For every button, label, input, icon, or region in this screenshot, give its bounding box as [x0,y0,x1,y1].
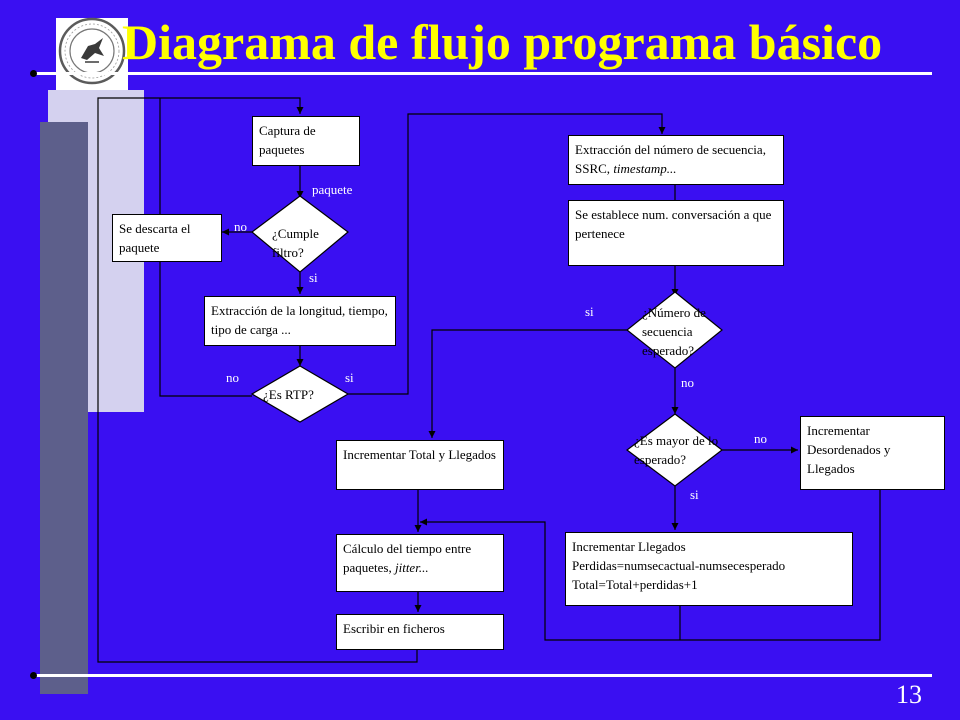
connector-rtp-si [348,113,666,395]
box-escribir-ficheros: Escribir en ficheros [336,614,504,650]
box-captura-paquetes: Captura de paquetes [252,116,360,166]
decision-cumple-filtro-diamond [251,195,349,273]
slide-number: 13 [896,680,922,709]
footer-divider [36,674,932,677]
box-calculo-tiempo-italic: jitter... [394,560,429,575]
edge-label-mayor-si: si [690,487,699,502]
edge-label-rtp-si: si [345,370,354,385]
decision-es-mayor-text: ¿Es mayor de lo esperado? [634,433,719,467]
edge-label-paquete: paquete [312,182,353,197]
edge-label-mayor-no: no [754,431,767,446]
box-incrementar-total: Incrementar Total y Llegados [336,440,504,490]
box-extraccion-longitud: Extracción de la longitud, tiempo, tipo … [204,296,396,346]
connector-desordenados-down [420,490,881,641]
box-se-descarta: Se descarta el paquete [112,214,222,262]
edge-label-filtro-si: si [309,270,318,285]
title-divider [36,72,932,75]
decision-numero-esperado-text: ¿Número de secuencia esperado? [642,305,706,358]
box-extraccion-numero: Extracción del número de secuencia, SSRC… [568,135,784,185]
title-divider-dot [30,70,37,77]
edge-label-numero-no: no [681,375,694,390]
box-incrementar-desordenados: Incrementar Desordenados y Llegados [800,416,945,490]
connector-numero-si [428,329,627,438]
llegados-line-2: Perdidas=numsecactual-numsecesperado [572,558,786,573]
llegados-line-1: Incrementar Llegados [572,539,686,554]
decision-es-rtp-diamond [250,365,350,423]
llegados-line-3: Total=Total+perdidas+1 [572,577,698,592]
connector-loop-back-to-capture [97,97,418,663]
slide-title: Diagrama de flujo programa básico [122,14,883,70]
decision-es-mayor-diamond [626,413,723,487]
box-calculo-tiempo: Cálculo del tiempo entre paquetes, jitte… [336,534,504,592]
connector-rtp-no [159,98,252,397]
edge-label-rtp-no: no [226,370,239,385]
edge-label-numero-si: si [585,304,594,319]
box-incrementar-llegados: Incrementar Llegados Perdidas=numsecactu… [565,532,853,606]
box-extraccion-numero-text: Extracción del número de secuencia, SSRC… [575,142,766,176]
decision-cumple-filtro-text: ¿Cumple filtro? [272,226,319,260]
box-calculo-tiempo-text: Cálculo del tiempo entre paquetes, [343,541,472,575]
decision-es-rtp-text: ¿Es RTP? [263,387,314,402]
university-seal-logo [58,17,126,85]
decision-numero-esperado-diamond [626,291,723,369]
footer-divider-dot [30,672,37,679]
box-establece-conversacion: Se establece num. conversación a que per… [568,200,784,266]
decorative-slate-band [40,122,88,694]
edge-label-filtro-no: no [234,219,247,234]
box-extraccion-numero-italic: timestamp... [613,161,677,176]
